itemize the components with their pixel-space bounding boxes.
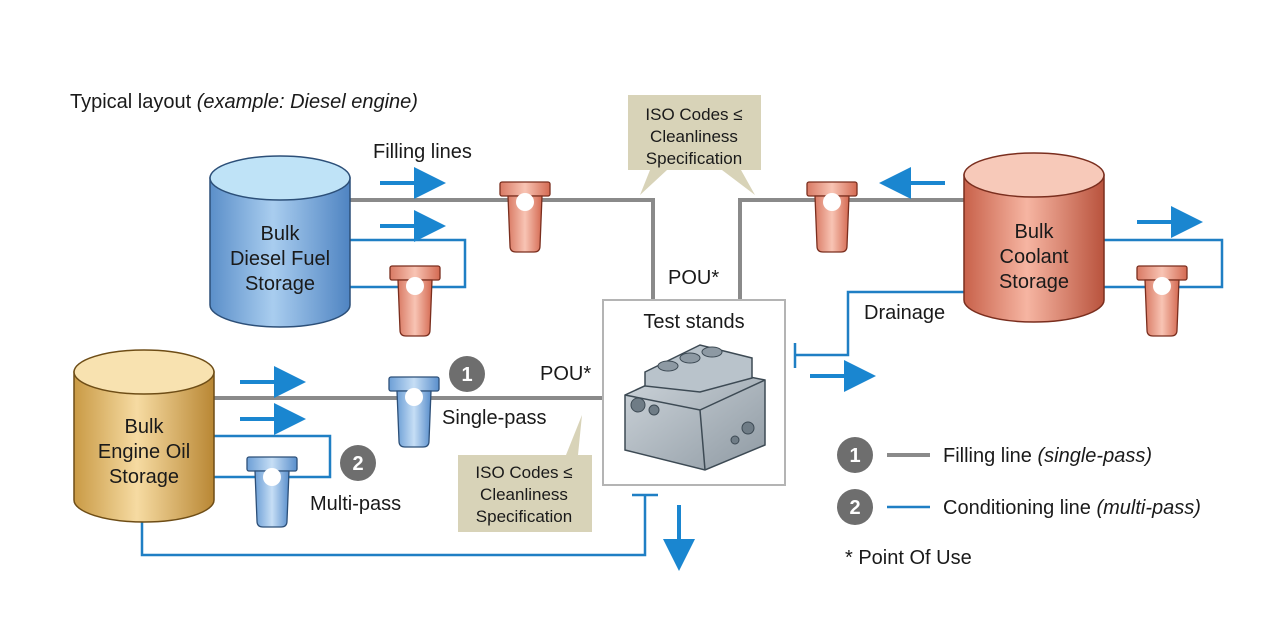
svg-text:2: 2	[352, 453, 363, 475]
callout-line: Cleanliness	[650, 127, 738, 146]
drainage-line	[795, 290, 965, 357]
diesel-tank: Bulk Diesel Fuel Storage	[209, 155, 351, 328]
legend-footnote: * Point Of Use	[845, 547, 972, 569]
legend-marker-1	[837, 437, 873, 473]
callout-line: ISO Codes ≤	[475, 463, 572, 482]
tank-label: Engine Oil	[98, 441, 190, 463]
tank-label: Storage	[999, 271, 1069, 293]
filter-icon	[388, 376, 440, 448]
pou-label: POU*	[540, 363, 591, 385]
tank-label: Bulk	[125, 416, 165, 438]
marker-2: 2	[340, 445, 376, 481]
single-pass-label: Single-pass	[442, 407, 547, 429]
svg-text:2: 2	[849, 497, 860, 519]
conditioning-lines	[140, 238, 1224, 557]
legend-marker-2	[837, 489, 873, 525]
legend-item-2: Conditioning line (multi-pass)	[943, 497, 1201, 519]
drainage-label: Drainage	[864, 302, 945, 324]
callout-bottom: ISO Codes ≤ Cleanliness Specification	[458, 415, 592, 532]
callout-line: ISO Codes ≤	[645, 105, 742, 124]
filling-lines-label: Filling lines	[373, 141, 472, 163]
page-title: Typical layout (example: Diesel engine)	[70, 91, 418, 113]
tank-label: Bulk	[1015, 221, 1055, 243]
oil-return-line	[140, 495, 647, 557]
callout-top: ISO Codes ≤ Cleanliness Specification	[628, 95, 761, 195]
pou-label: POU*	[668, 267, 719, 289]
flow-arrows	[240, 167, 1203, 571]
filter-icon	[389, 265, 441, 337]
filter-icon	[499, 181, 551, 253]
filter-icon	[1136, 265, 1188, 337]
tank-label: Storage	[245, 273, 315, 295]
test-stands-label: Test stands	[643, 311, 744, 333]
svg-text:1: 1	[461, 364, 472, 386]
engine-icon	[624, 344, 766, 471]
coolant-tank: Bulk Coolant Storage	[963, 152, 1105, 323]
callout-line: Cleanliness	[480, 485, 568, 504]
legend: 1 Filling line (single-pass) 2 Condition…	[837, 437, 1201, 569]
tank-label: Bulk	[261, 223, 301, 245]
callout-line: Specification	[646, 149, 742, 168]
diesel-filling-line	[348, 198, 655, 300]
tank-label: Diesel Fuel	[230, 248, 330, 270]
filter-icon	[246, 456, 298, 528]
callout-line: Specification	[476, 507, 572, 526]
coolant-filling-line	[738, 198, 965, 300]
test-stand: Test stands	[602, 299, 786, 486]
oil-tank: Bulk Engine Oil Storage	[73, 349, 215, 523]
filter-icon	[806, 181, 858, 253]
marker-1: 1	[449, 356, 485, 392]
tank-label: Storage	[109, 466, 179, 488]
tank-label: Coolant	[1000, 246, 1069, 268]
multi-pass-label: Multi-pass	[310, 493, 401, 515]
svg-text:1: 1	[849, 445, 860, 467]
legend-item-1: Filling line (single-pass)	[943, 445, 1152, 467]
